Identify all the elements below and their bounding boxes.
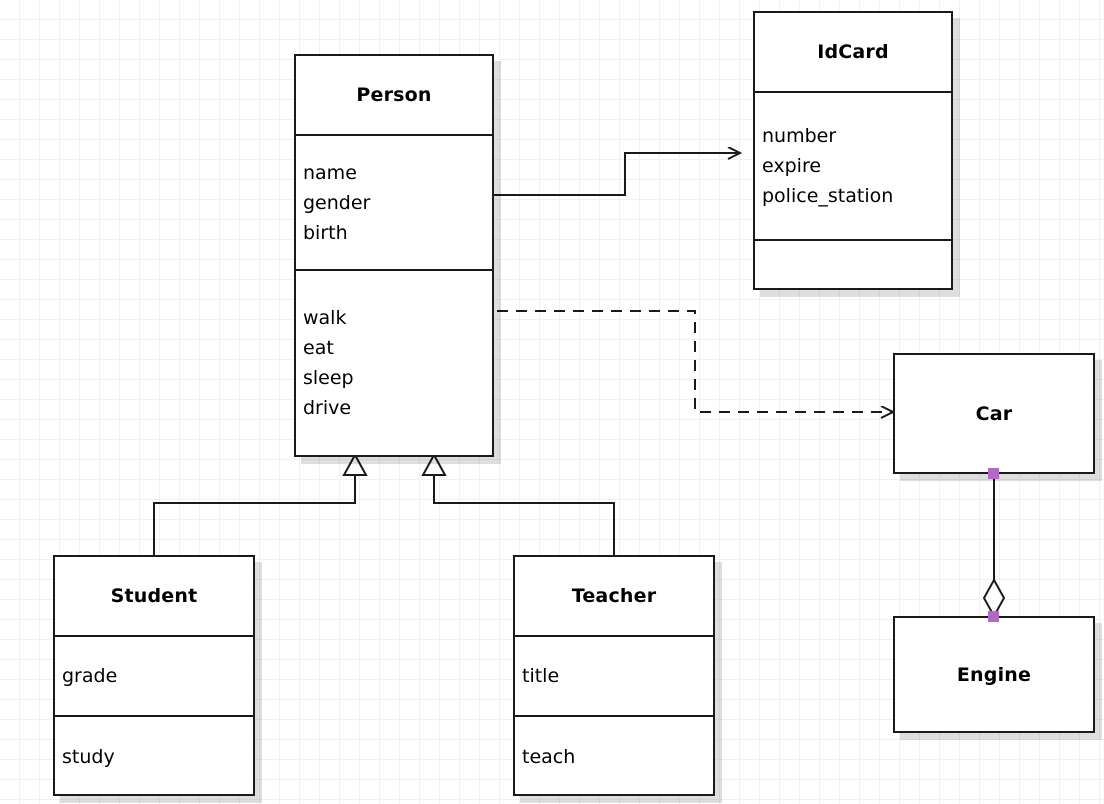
attribute: gender	[303, 191, 371, 214]
endpoint-marker-car[interactable]	[988, 468, 999, 479]
class-engine-title: Engine	[956, 663, 1032, 686]
class-teacher-title: Teacher	[571, 585, 657, 607]
class-student-operations: study	[55, 715, 253, 796]
attribute: police_station	[762, 185, 894, 207]
class-person-operations: walk eat sleep drive	[296, 269, 492, 455]
class-student[interactable]: Student grade study	[53, 555, 255, 796]
edge-car-engine	[982, 474, 1006, 619]
operation: drive	[303, 397, 352, 419]
operation: study	[62, 745, 115, 768]
edge-person-car	[497, 310, 893, 412]
operation: sleep	[303, 367, 354, 389]
class-idcard-operations	[755, 239, 951, 288]
attribute: birth	[303, 221, 348, 244]
class-student-title: Student	[110, 585, 198, 607]
edge-person-idcard	[494, 153, 740, 196]
edge-teacher-person	[421, 452, 615, 555]
class-engine[interactable]: Engine	[893, 616, 1095, 733]
operation: walk	[303, 307, 347, 329]
class-person[interactable]: Person name gender birth walk eat sleep …	[294, 54, 494, 457]
attribute: expire	[762, 155, 822, 177]
class-student-attributes: grade	[55, 635, 253, 715]
class-person-attributes: name gender birth	[296, 134, 492, 269]
class-teacher-attributes: title	[515, 635, 713, 715]
attribute: name	[303, 161, 357, 184]
class-idcard-title: IdCard	[817, 41, 889, 63]
attribute: title	[522, 665, 560, 687]
attribute: number	[762, 125, 837, 147]
class-car[interactable]: Car	[893, 353, 1095, 474]
attribute: grade	[62, 665, 118, 687]
operation: teach	[522, 745, 576, 768]
class-teacher-operations: teach	[515, 715, 713, 796]
class-person-title: Person	[356, 84, 432, 106]
edge-student-person	[153, 452, 368, 555]
hollow-triangle-student	[342, 452, 368, 476]
class-car-title: Car	[975, 402, 1013, 425]
class-idcard[interactable]: IdCard number expire police_station	[753, 11, 953, 290]
class-idcard-attributes: number expire police_station	[755, 91, 951, 239]
hollow-triangle-teacher	[421, 452, 447, 476]
endpoint-marker-engine[interactable]	[988, 611, 999, 622]
operation: eat	[303, 337, 334, 359]
class-teacher[interactable]: Teacher title teach	[513, 555, 715, 796]
